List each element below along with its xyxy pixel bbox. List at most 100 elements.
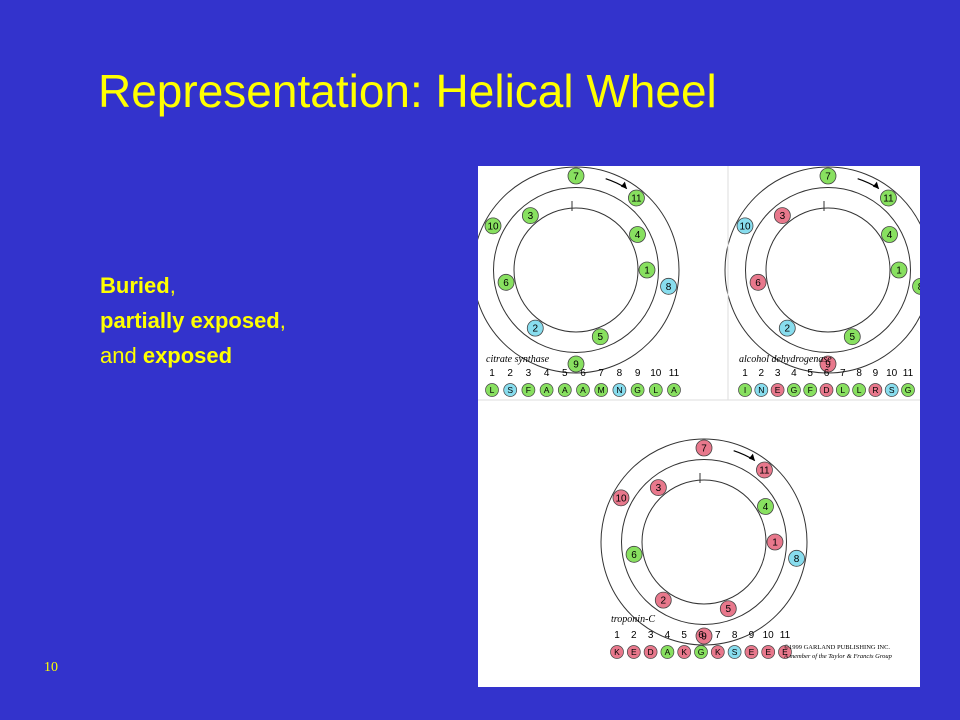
wheel-2-seq-residue-letter: D [823,385,829,395]
wheel-3-residue-node [649,479,667,497]
wheel-2-seq-number: 1 [742,368,748,379]
figure-copyright: ©1999 GARLAND PUBLISHING INC. [784,644,890,651]
wheel-1-seq-residue-letter: F [526,385,531,395]
wheel-1-residue-number: 5 [598,332,604,343]
wheel-2-seq-residue-node [835,383,850,397]
wheel-1-ring-inner [513,207,639,333]
wheel-1-residue-node [497,273,515,291]
legend-buried-punct: , [169,273,176,298]
wheel-3-seq-residue-letter: G [698,647,705,657]
wheel-2-seq-number: 8 [856,368,862,379]
wheel-1-seq-number: 10 [650,368,662,379]
wheel-1-seq-residue-node [630,383,645,397]
wheel-1-seq-residue-node [576,383,590,397]
wheel-1-seq-residue-node [485,383,499,397]
wheel-2-seq-residue-letter: F [808,385,813,395]
wheel-2-seq-residue-node [819,383,834,397]
wheel-3-residue-number: 9 [701,632,707,643]
wheel-2-seq-number: 7 [840,368,846,379]
wheel-3-seq-number: 5 [681,630,687,641]
wheel-3-seq-residue-node [710,645,725,659]
wheel-3-protein-name: troponin-C [611,614,655,625]
wheel-3-seq-residue-node [727,645,742,659]
wheel-3-ring-inner [641,479,767,605]
wheel-2-seq-number: 10 [886,368,898,379]
wheel-3-seq-residue-letter: D [648,647,654,657]
legend-partial-term: partially exposed [100,308,280,334]
wheel-1-seq-residue-letter: A [562,385,568,395]
wheel-2-seq-residue-node [803,383,818,397]
wheel-1-seq-number: 5 [562,368,568,379]
wheel-1-seq-residue-node [612,383,627,397]
wheel-3-seq-number: 1 [614,630,620,641]
wheel-1-seq-number: 4 [544,368,550,379]
legend-line-buried: Buried, [100,268,286,303]
wheel-2-residue-node [881,226,898,243]
wheel-1-seq-number: 11 [669,368,680,379]
wheel-1-seq-number: 7 [598,368,604,379]
wheel-2-seq-number: 4 [791,368,797,379]
wheel-1-seq-residue-letter: S [507,385,513,395]
wheel-3-residue-node [757,498,774,515]
wheel-3-residue-number: 8 [794,554,800,565]
wheel-1-residue-node [629,226,646,243]
wheel-2-seq-residue-letter: L [857,385,862,395]
wheel-1-protein-name: citrate synthase [486,354,550,365]
wheel-3-seq-number: 2 [631,630,637,641]
wheel-1-seq-residue-node [648,383,663,397]
wheel-1-residue-number: 8 [666,282,672,293]
wheel-3-seq-residue-letter: K [715,647,721,657]
wheel-3-seq-number: 8 [732,630,738,641]
wheel-2-seq-residue-letter: G [791,385,798,395]
wheel-3-seq-residue-letter: E [765,647,771,657]
wheel-3-residue-number: 11 [759,465,770,476]
wheel-1-ring-mid [493,187,659,353]
wheel-2-seq-residue-node [754,383,769,397]
wheel-2-seq-residue-letter: L [840,385,845,395]
wheel-1-residue-node [567,355,585,373]
wheel-2-residue-number: 8 [918,282,920,293]
wheel-2-seq-residue-node [787,383,801,397]
wheel-3-residue-node [695,627,713,645]
figure-copyright-sub: A member of the Taylor & Francis Group [783,653,893,660]
wheel-3-seq-residue-node [626,645,641,659]
wheel-3-seq-residue-letter: E [631,647,637,657]
wheel-1-seq-residue-letter: A [580,385,586,395]
wheel-1-seq-residue-node [539,383,554,397]
wheel-3-ring-mid [621,459,787,625]
wheel-3-residue-node [719,600,737,618]
wheel-1-residue-number: 10 [487,221,499,232]
legend-exposed-term: exposed [142,343,233,369]
wheel-2-residue-node [819,167,837,185]
page-number: 10 [44,660,58,675]
wheel-2-residue-number: 6 [755,278,761,289]
wheel-3-residue-number: 10 [615,493,627,504]
wheel-2-ring-outer [724,166,920,374]
wheel-3-seq-residue-node [643,645,658,659]
wheel-2-residue-node [843,328,861,346]
wheel-2-seq-residue-node [884,383,899,397]
wheel-2-seq-residue-node [770,383,785,397]
wheel-1-residue-number: 9 [573,360,579,371]
wheel-1-residue-node [526,319,544,337]
wheel-3-seq-residue-letter: K [681,647,687,657]
wheel-1-seq-residue-letter: N [616,385,622,395]
wheel-3-seq-residue-node [744,645,759,659]
wheel-2-protein-name: alcohol dehydrogenase [739,354,832,365]
wheel-1-seq-number: 2 [507,368,513,379]
wheel-2-seq-residue-letter: R [872,385,878,395]
legend-line-exposed: and exposed [100,338,286,373]
wheel-2-ring-mid [745,187,911,353]
wheel-1-seq-residue-letter: L [653,385,658,395]
wheel-2-seq-residue-letter: G [905,385,912,395]
wheel-3-residue-node [654,591,672,609]
wheel-1-residue-node [660,277,677,295]
wheel-2-seq-residue-node [901,383,915,397]
wheel-1-seq-number: 9 [635,368,641,379]
wheel-3-residue-number: 7 [701,444,707,455]
wheel-1-seq-residue-letter: M [598,385,605,395]
wheel-2-residue-node [749,273,767,291]
wheel-1-seq-residue-letter: A [544,385,550,395]
